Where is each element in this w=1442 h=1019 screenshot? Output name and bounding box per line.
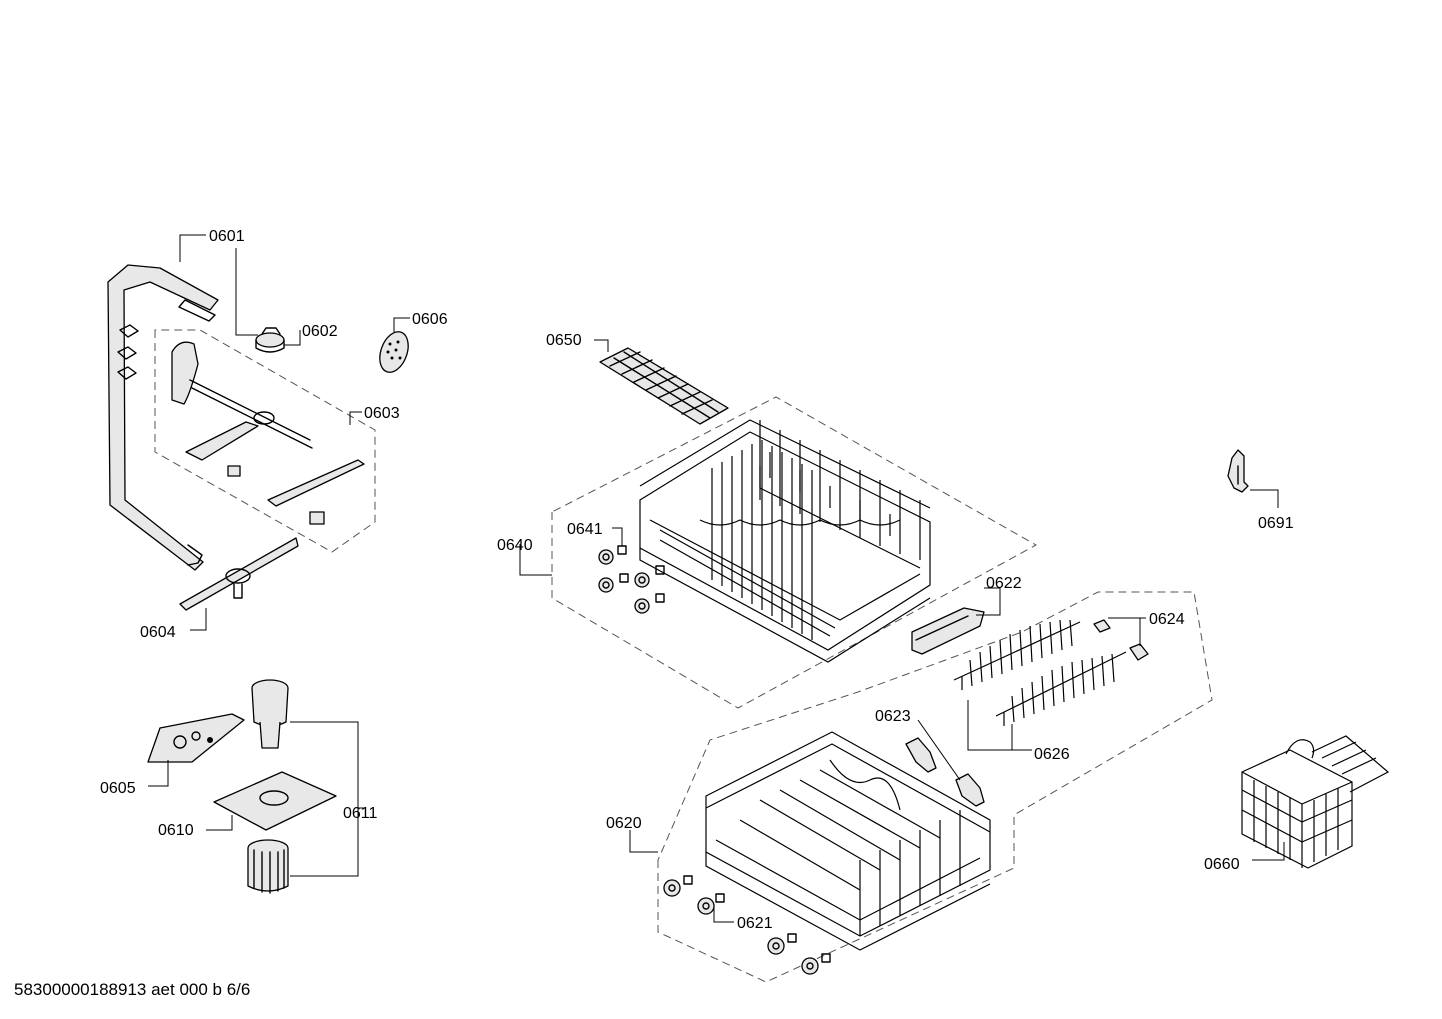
label-0640: 0640 — [497, 537, 533, 554]
label-0641: 0641 — [567, 521, 603, 538]
leader-0602 — [235, 248, 258, 336]
label-0611: 0611 — [343, 805, 378, 822]
label-0624: 0624 — [1149, 611, 1185, 628]
label-0602: 0602 — [302, 323, 338, 340]
leader-0604 — [190, 608, 207, 631]
leader-0622 — [976, 587, 1001, 616]
label-0626: 0626 — [1034, 746, 1070, 763]
spray-arm-assembly-part — [171, 341, 365, 525]
label-0620: 0620 — [606, 815, 642, 832]
filter-cover-part — [147, 713, 245, 763]
folding-clips-part — [905, 737, 985, 807]
label-0621: 0621 — [737, 915, 773, 932]
label-0650: 0650 — [546, 332, 582, 349]
leader-0603 — [349, 411, 362, 425]
leader-0640 — [519, 544, 552, 576]
flat-filter-part — [213, 771, 337, 831]
leader-0641 — [612, 527, 623, 546]
leader-0610 — [206, 815, 233, 831]
lower-spray-arm-part — [179, 537, 299, 611]
leader-0624 — [1108, 617, 1146, 646]
leader-0606 — [393, 317, 410, 332]
small-clips-part — [1093, 619, 1149, 661]
connector-part — [255, 327, 285, 353]
label-0603: 0603 — [364, 405, 400, 422]
hook-part — [1227, 449, 1249, 493]
leader-0650 — [594, 339, 609, 352]
label-0601: 0601 — [209, 228, 245, 245]
filter-disc-part — [379, 331, 409, 373]
cutlery-basket-part — [1241, 735, 1390, 869]
label-0623: 0623 — [875, 708, 911, 725]
lower-basket-part — [705, 731, 991, 951]
leader-0691 — [1250, 489, 1279, 508]
group-0640-outline — [551, 396, 1038, 709]
group-0620-outline — [657, 591, 1213, 983]
label-0605: 0605 — [100, 780, 136, 797]
cup-shelf-part — [599, 347, 729, 425]
leader-0620 — [629, 830, 658, 853]
label-0622: 0622 — [986, 575, 1022, 592]
label-0610: 0610 — [158, 822, 194, 839]
leader-0623 — [917, 719, 961, 781]
label-0660: 0660 — [1204, 856, 1240, 873]
upper-rollers-part — [598, 545, 665, 614]
label-0606: 0606 — [412, 311, 448, 328]
basket-holder-part — [911, 607, 985, 655]
leader-0611 — [290, 721, 366, 877]
lower-rollers-part — [663, 875, 831, 975]
leader-0660 — [1252, 842, 1285, 861]
upper-basket-part — [639, 419, 931, 663]
leader-0626 — [967, 700, 1032, 751]
document-code: 58300000188913 aet 000 b 6/6 — [14, 980, 251, 999]
label-0604: 0604 — [140, 624, 176, 641]
tine-racks-part — [953, 619, 1127, 726]
leader-0601 — [179, 234, 206, 262]
leader-0605 — [148, 760, 169, 787]
fine-filter-part — [251, 679, 289, 749]
micro-filter-part — [247, 839, 289, 894]
label-0691: 0691 — [1258, 515, 1294, 532]
supply-pipe-part — [107, 264, 219, 571]
leader-0621 — [713, 904, 734, 923]
group-0603-outline — [154, 329, 376, 553]
leader-0602b — [284, 330, 301, 346]
